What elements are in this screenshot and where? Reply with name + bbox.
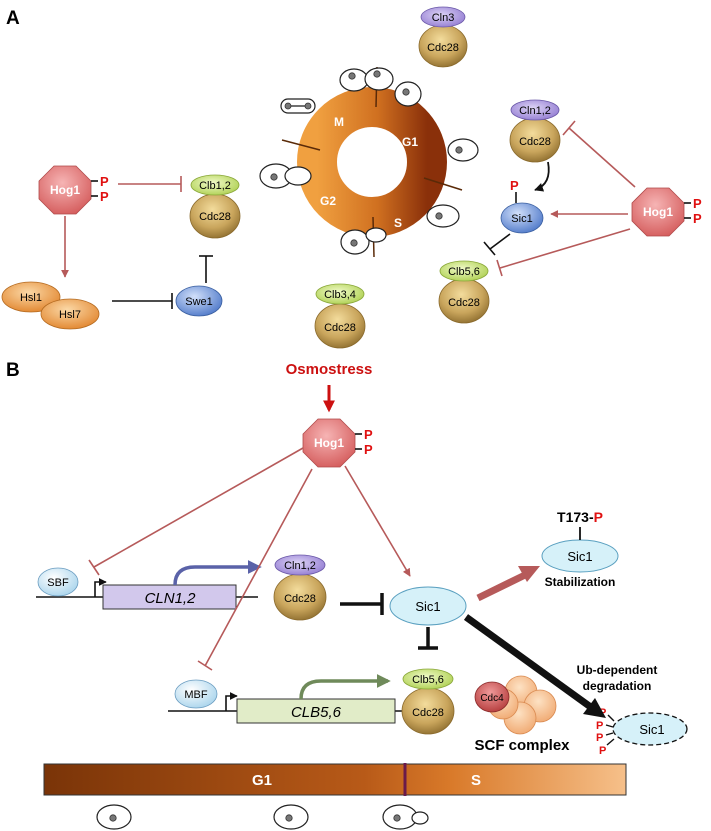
sic1-stabilized-label: Sic1	[567, 549, 592, 564]
hog1-label-a-left: Hog1	[50, 183, 80, 197]
gene-box-clb	[236, 698, 396, 724]
cln3-label: Cln3	[432, 12, 455, 24]
degraded-p-4: P	[599, 745, 606, 757]
swe1-label: Swe1	[185, 296, 213, 308]
hog1-p2-a-left: P	[100, 189, 109, 204]
phase-g2: G2	[320, 194, 336, 208]
hog1-p1-b: P	[364, 427, 373, 442]
hog1-p2-a-right: P	[693, 211, 702, 226]
panel-b-letter: B	[6, 360, 20, 381]
hsl7-label: Hsl7	[59, 309, 81, 321]
sic1-node-a	[500, 202, 544, 234]
panel-a-edges	[61, 120, 636, 309]
clb56-cdc28-complex-a	[438, 260, 490, 324]
promoter-arrows	[94, 578, 238, 711]
scf-complex-label: SCF complex	[474, 737, 570, 754]
t173-label: T173-P	[557, 509, 603, 525]
osmostress-label: Osmostress	[286, 361, 373, 378]
swe1-node	[175, 285, 223, 317]
cln12-cdc28-complex-a	[509, 99, 561, 163]
clb56-cdc28-complex-b	[401, 668, 455, 735]
cln12-cdk-label-a: Cdc28	[519, 136, 551, 148]
clb12-cdc28-complex	[189, 174, 241, 239]
hog1-p1-a-left: P	[100, 174, 109, 189]
panel-a-letter: A	[6, 8, 20, 29]
yeast-cells-bar	[96, 804, 429, 830]
sic1-label-a: Sic1	[511, 213, 532, 225]
hog1-label-b: Hog1	[314, 436, 344, 450]
cdc4-node	[474, 681, 510, 713]
clb34-cdc28-complex	[314, 283, 366, 349]
cln3-cdc28-complex	[418, 6, 468, 68]
sic1-label-b: Sic1	[415, 599, 440, 614]
gene-clb-label: CLB5,6	[291, 704, 342, 721]
phase-bar-g1: G1	[252, 772, 272, 789]
cdc4-label: Cdc4	[480, 693, 504, 704]
phase-bar-s: S	[471, 772, 481, 789]
yeast-nuclei-bar	[109, 814, 401, 822]
hog1-octagon-a-left	[38, 165, 92, 215]
clb56-label-a: Clb5,6	[448, 266, 480, 278]
degradation-label: degradation	[583, 679, 652, 693]
clb34-label: Clb3,4	[324, 289, 356, 301]
sic1-p-a: P	[510, 178, 519, 193]
sic1-degraded-label: Sic1	[639, 722, 664, 737]
yeast-nuclei-ring	[270, 70, 463, 247]
phase-s: S	[394, 216, 402, 230]
clb56-label-b: Clb5,6	[412, 674, 444, 686]
clb56-cdk-label-a: Cdc28	[448, 297, 480, 309]
mbf-node	[174, 679, 218, 709]
phase-g1: G1	[402, 135, 418, 149]
clb12-cdk-label: Cdc28	[199, 211, 231, 223]
degraded-p-2: P	[596, 720, 603, 732]
clb56-cdk-label-b: Cdc28	[412, 707, 444, 719]
hog1-octagon-a-right	[631, 187, 685, 237]
degraded-phospho-stems	[605, 714, 615, 746]
cln12-label-a: Cln1,2	[519, 105, 551, 117]
gene-cln-label: CLN1,2	[145, 590, 197, 607]
hsl1-label: Hsl1	[20, 292, 42, 304]
clb34-cdk-label: Cdc28	[324, 322, 356, 334]
hog1-octagon-b	[302, 418, 356, 468]
hog1-p1-a-right: P	[693, 196, 702, 211]
sic1-node-b	[389, 586, 467, 626]
cln12-label-b: Cln1,2	[284, 560, 316, 572]
clb-expression-arrow	[299, 674, 391, 700]
gene-box-cln	[102, 584, 237, 610]
hsl-complex	[1, 281, 100, 330]
panel-b-edges	[88, 447, 606, 718]
phase-bar	[43, 763, 627, 796]
phase-m: M	[334, 115, 344, 129]
mbf-label: MBF	[184, 689, 208, 701]
cln-expression-arrow	[173, 560, 262, 586]
hog1-p2-b: P	[364, 442, 373, 457]
cln12-cdc28-complex-b	[273, 554, 327, 621]
clb12-label: Clb1,2	[199, 180, 231, 192]
sic1-degraded-node	[612, 712, 688, 746]
sbf-node	[37, 567, 79, 597]
stabilization-label: Stabilization	[545, 575, 616, 589]
yeast-cells-ring	[259, 67, 479, 255]
degraded-p-3: P	[596, 732, 603, 744]
sbf-label: SBF	[47, 577, 69, 589]
cln3-cdk-label: Cdc28	[427, 42, 459, 54]
hog1-label-a-right: Hog1	[643, 205, 673, 219]
cln12-cdk-label-b: Cdc28	[284, 593, 316, 605]
ub-dependent-label: Ub-dependent	[577, 663, 658, 677]
